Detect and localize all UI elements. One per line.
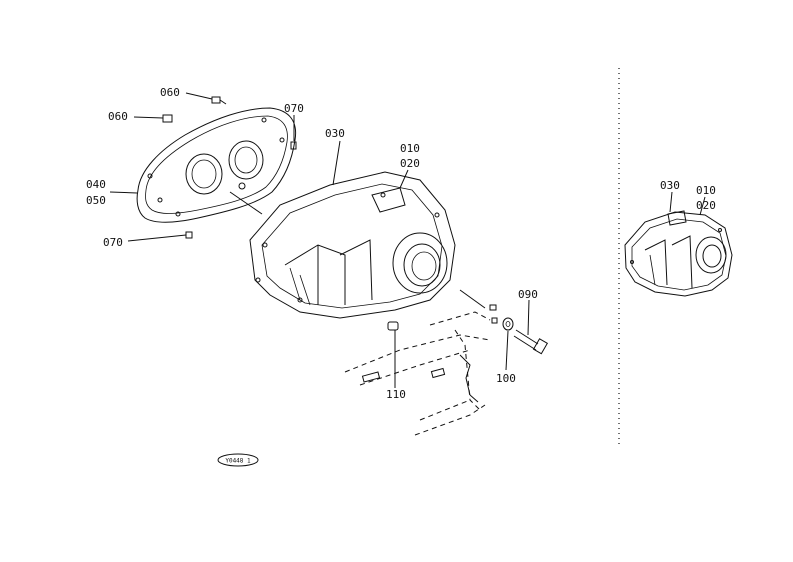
bolt-060a <box>211 96 227 105</box>
inset-label-020: 020 <box>696 199 716 212</box>
label-020: 020 <box>400 157 420 170</box>
pin-070b <box>185 231 193 239</box>
inset-label-010: 010 <box>696 184 716 197</box>
label-010: 010 <box>400 142 420 155</box>
label-050: 050 <box>86 194 106 207</box>
diagram-id-stamp: Y0448 1 <box>217 453 259 467</box>
frame-ghost-outline <box>344 311 491 436</box>
pin-070a <box>290 141 297 150</box>
label-060-upper: 060 <box>160 86 180 99</box>
gasket-plate-040-050 <box>136 107 297 223</box>
inset-label-030: 030 <box>660 179 680 192</box>
small-parts <box>489 304 498 324</box>
label-100: 100 <box>496 372 516 385</box>
inset-leader-lines <box>669 191 706 216</box>
label-110: 110 <box>386 388 406 401</box>
bolt-090 <box>513 329 549 355</box>
main-housing-030 <box>249 171 456 319</box>
label-090: 090 <box>518 288 538 301</box>
label-030: 030 <box>325 127 345 140</box>
inset-assembled-housing <box>624 210 733 297</box>
label-070-upper: 070 <box>284 102 304 115</box>
leader-lines <box>109 92 530 388</box>
washer-100 <box>502 317 514 331</box>
bolt-060b <box>162 114 173 123</box>
label-060-lower: 060 <box>108 110 128 123</box>
label-070-lower: 070 <box>103 236 123 249</box>
dowel-110 <box>387 321 399 331</box>
stamp-text: Y0448 1 <box>225 458 251 465</box>
label-040: 040 <box>86 178 106 191</box>
